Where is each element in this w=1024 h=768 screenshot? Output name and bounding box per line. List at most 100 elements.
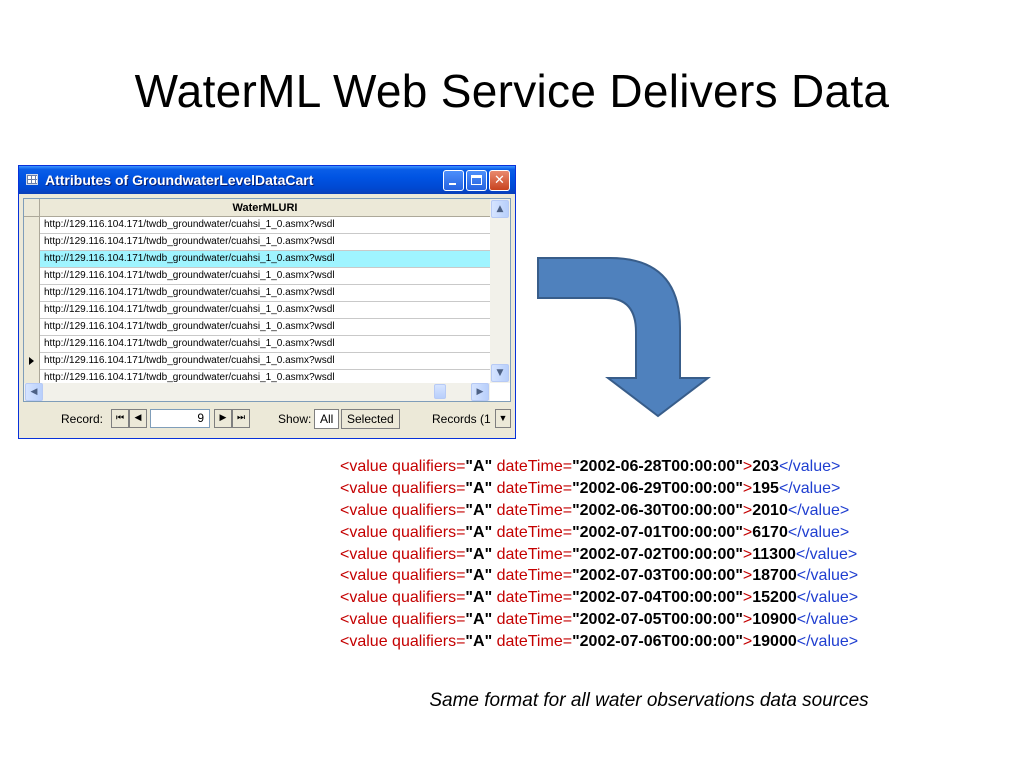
chevron-down-icon: ▼ [498, 413, 508, 423]
xml-datetime-value: "2002-07-04T00:00:00" [572, 589, 743, 607]
xml-open-tag: <value [340, 523, 388, 541]
close-button[interactable]: ✕ [489, 170, 510, 191]
xml-close-bracket: > [742, 545, 753, 563]
xml-qualifier-value: "A" [465, 611, 493, 629]
scroll-left-button[interactable]: ◀ [25, 383, 43, 401]
wateruri-cell[interactable]: http://129.116.104.171/twdb_groundwater/… [44, 355, 335, 366]
xml-attr-qualifiers: qualifiers= [392, 501, 466, 519]
wateruri-cell[interactable]: http://129.116.104.171/twdb_groundwater/… [44, 372, 335, 383]
xml-attr-qualifiers: qualifiers= [392, 479, 466, 497]
xml-value-line: <value qualifiers="A" dateTime="2002-07-… [340, 522, 980, 544]
wateruri-cell[interactable]: http://129.116.104.171/twdb_groundwater/… [44, 287, 335, 298]
table-row[interactable]: http://129.116.104.171/twdb_groundwater/… [24, 268, 490, 285]
current-row-indicator[interactable] [24, 353, 40, 370]
xml-datetime-value: "2002-06-30T00:00:00" [572, 501, 743, 519]
table-row[interactable]: http://129.116.104.171/twdb_groundwater/… [24, 285, 490, 302]
show-label: Show: [278, 412, 312, 426]
xml-value-line: <value qualifiers="A" dateTime="2002-07-… [340, 631, 980, 653]
maximize-button[interactable] [466, 170, 487, 191]
scroll-right-button[interactable]: ▶ [471, 383, 489, 401]
wateruri-cell[interactable]: http://129.116.104.171/twdb_groundwater/… [44, 321, 335, 332]
xml-qualifier-value: "A" [465, 589, 493, 607]
xml-value-line: <value qualifiers="A" dateTime="2002-06-… [340, 478, 980, 500]
xml-open-tag: <value [340, 567, 388, 585]
column-header-wateruri[interactable]: WaterMLURI [40, 199, 490, 217]
attribute-table: WaterMLURI http://129.116.104.171/twdb_g… [23, 198, 511, 402]
window-titlebar[interactable]: Attributes of GroundwaterLevelDataCart ✕ [19, 166, 515, 194]
row-selector[interactable] [24, 285, 40, 302]
row-selector[interactable] [24, 251, 40, 268]
table-row[interactable]: http://129.116.104.171/twdb_groundwater/… [24, 251, 490, 268]
scroll-down-button[interactable]: ▼ [491, 364, 509, 382]
xml-observation-value: 6170 [752, 523, 788, 541]
wateruri-cell[interactable]: http://129.116.104.171/twdb_groundwater/… [40, 251, 490, 267]
xml-value-line: <value qualifiers="A" dateTime="2002-07-… [340, 609, 980, 631]
wateruri-cell[interactable]: http://129.116.104.171/twdb_groundwater/… [44, 338, 335, 349]
attributes-window: Attributes of GroundwaterLevelDataCart ✕… [18, 165, 516, 439]
options-dropdown-button[interactable]: ▼ [495, 409, 511, 428]
show-selected-button[interactable]: Selected [341, 409, 400, 429]
xml-close-tag: </value> [796, 567, 859, 585]
row-selector[interactable] [24, 234, 40, 251]
select-all-corner[interactable] [24, 199, 40, 217]
close-icon: ✕ [494, 173, 505, 188]
xml-open-tag: <value [340, 501, 388, 519]
window-title: Attributes of GroundwaterLevelDataCart [45, 172, 314, 188]
next-record-button[interactable]: ▶ [214, 409, 232, 428]
xml-close-tag: </value> [796, 611, 859, 629]
xml-datetime-value: "2002-07-05T00:00:00" [572, 611, 743, 629]
xml-close-bracket: > [742, 523, 753, 541]
xml-datetime-value: "2002-06-28T00:00:00" [572, 458, 743, 475]
xml-value-line: <value qualifiers="A" dateTime="2002-06-… [340, 500, 980, 522]
table-row[interactable]: http://129.116.104.171/twdb_groundwater/… [24, 319, 490, 336]
xml-attr-qualifiers: qualifiers= [392, 589, 466, 607]
record-number-input[interactable]: 9 [150, 409, 210, 428]
table-row[interactable]: http://129.116.104.171/twdb_groundwater/… [24, 234, 490, 251]
xml-observation-value: 15200 [752, 589, 797, 607]
xml-datetime-value: "2002-06-29T00:00:00" [572, 479, 743, 497]
xml-close-tag: </value> [795, 545, 858, 563]
row-selector[interactable] [24, 336, 40, 353]
row-selector[interactable] [24, 302, 40, 319]
xml-qualifier-value: "A" [465, 545, 493, 563]
xml-attr-qualifiers: qualifiers= [392, 458, 466, 475]
xml-value-line: <value qualifiers="A" dateTime="2002-06-… [340, 456, 980, 478]
show-all-button[interactable]: All [314, 409, 340, 429]
xml-close-tag: </value> [787, 523, 850, 541]
first-record-icon: ⏮ [115, 413, 125, 423]
xml-observation-value: 203 [752, 458, 779, 475]
row-selector[interactable] [24, 370, 40, 387]
xml-open-tag: <value [340, 589, 388, 607]
wateruri-cell[interactable]: http://129.116.104.171/twdb_groundwater/… [44, 236, 335, 247]
xml-open-tag: <value [340, 458, 388, 475]
xml-qualifier-value: "A" [465, 479, 493, 497]
table-row[interactable]: http://129.116.104.171/twdb_groundwater/… [24, 336, 490, 353]
xml-datetime-value: "2002-07-03T00:00:00" [572, 567, 743, 585]
row-selector[interactable] [24, 217, 40, 234]
xml-attr-datetime: dateTime= [496, 523, 573, 541]
table-row[interactable]: http://129.116.104.171/twdb_groundwater/… [24, 217, 490, 234]
minimize-button[interactable] [443, 170, 464, 191]
xml-close-tag: </value> [796, 589, 859, 607]
previous-record-button[interactable]: ◀ [129, 409, 147, 428]
row-selector[interactable] [24, 319, 40, 336]
xml-value-line: <value qualifiers="A" dateTime="2002-07-… [340, 544, 980, 566]
wateruri-cell[interactable]: http://129.116.104.171/twdb_groundwater/… [44, 219, 335, 230]
scroll-up-button[interactable]: ▲ [491, 200, 509, 218]
xml-datetime-value: "2002-07-06T00:00:00" [572, 633, 743, 651]
first-record-button[interactable]: ⏮ [111, 409, 129, 428]
record-label: Record: [61, 412, 104, 426]
table-row[interactable]: http://129.116.104.171/twdb_groundwater/… [24, 353, 490, 370]
xml-close-tag: </value> [778, 458, 841, 475]
vertical-scrollbar[interactable]: ▲ ▼ [490, 199, 510, 383]
wateruri-cell[interactable]: http://129.116.104.171/twdb_groundwater/… [44, 270, 335, 281]
last-record-icon: ⏭ [236, 413, 246, 423]
wateruri-cell[interactable]: http://129.116.104.171/twdb_groundwater/… [44, 304, 335, 315]
horizontal-scroll-thumb[interactable] [434, 384, 446, 399]
xml-attr-datetime: dateTime= [496, 458, 573, 475]
last-record-button[interactable]: ⏭ [232, 409, 250, 428]
table-row[interactable]: http://129.116.104.171/twdb_groundwater/… [24, 302, 490, 319]
row-selector[interactable] [24, 268, 40, 285]
horizontal-scrollbar[interactable]: ◀ ▶ [24, 383, 490, 401]
xml-attr-qualifiers: qualifiers= [392, 545, 466, 563]
